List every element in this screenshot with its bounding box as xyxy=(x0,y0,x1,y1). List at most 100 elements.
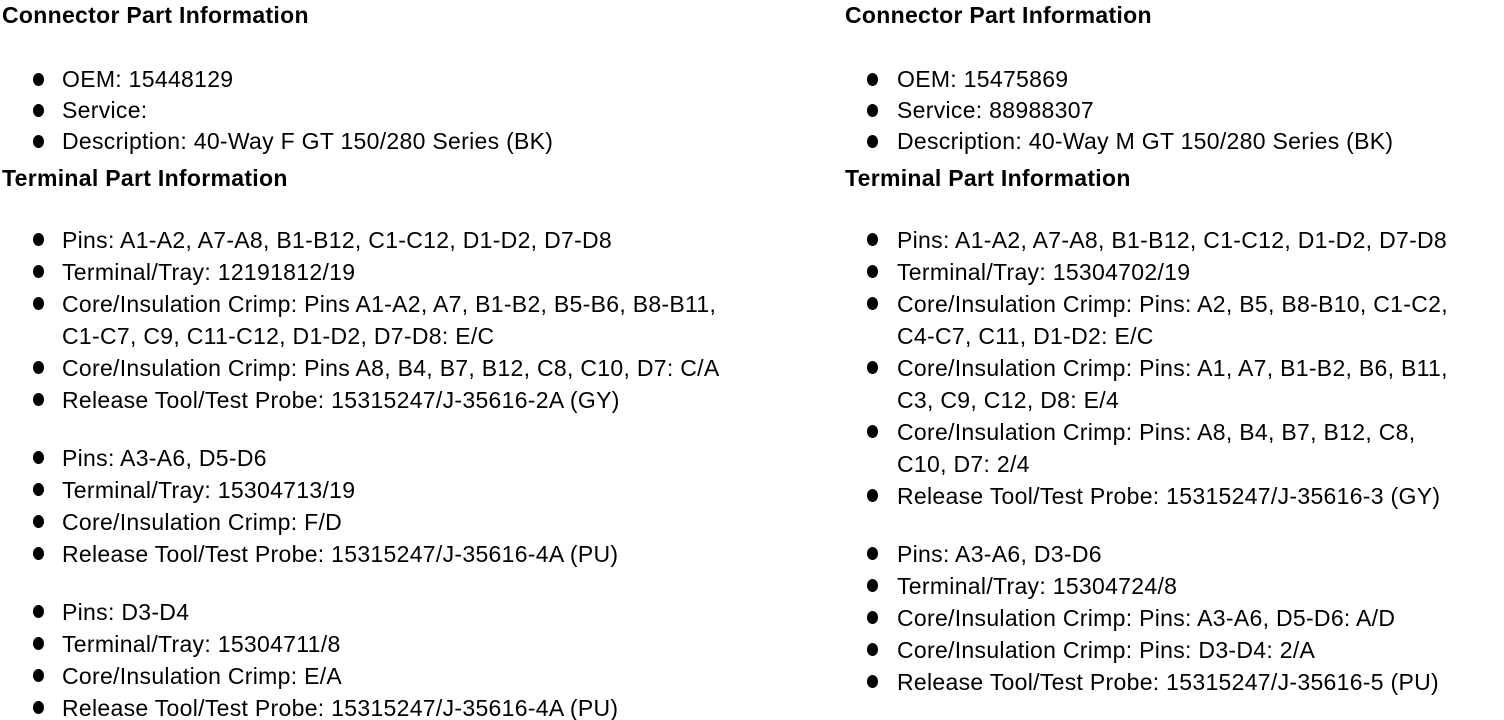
list-item: Core/Insulation Crimp: Pins A8, B4, B7, … xyxy=(33,352,744,384)
bullet-icon xyxy=(867,224,897,246)
list-item-text: Description: 40-Way F GT 150/280 Series … xyxy=(62,128,554,154)
list-item-text: Service: xyxy=(62,97,148,123)
connector-info-list: OEM: 15448129 Service: Description: 40-W… xyxy=(33,64,744,157)
list-item: OEM: 15475869 xyxy=(867,64,1470,95)
bullet-icon xyxy=(867,570,897,592)
bullet-icon xyxy=(867,95,897,117)
list-item: Description: 40-Way F GT 150/280 Series … xyxy=(33,126,744,157)
list-item: Terminal/Tray: 15304702/19 xyxy=(867,256,1470,288)
terminal-part-heading: Terminal Part Information xyxy=(845,165,1131,191)
terminal-group: Pins: A1-A2, A7-A8, B1-B12, C1-C12, D1-D… xyxy=(867,224,1470,512)
list-item: Release Tool/Test Probe: 15315247/J-3561… xyxy=(33,692,744,720)
list-item-text: Core/Insulation Crimp: Pins: D3-D4: 2/A xyxy=(897,637,1316,663)
list-item: Core/Insulation Crimp: Pins: A1, A7, B1-… xyxy=(867,352,1470,416)
bullet-icon xyxy=(33,660,62,682)
list-item-text: Release Tool/Test Probe: 15315247/J-3561… xyxy=(62,541,619,567)
terminal-group: Pins: A3-A6, D5-D6 Terminal/Tray: 153047… xyxy=(33,442,744,570)
list-item-text: Release Tool/Test Probe: 15315247/J-3561… xyxy=(62,387,620,413)
bullet-icon xyxy=(33,64,62,86)
list-item-text: Pins: D3-D4 xyxy=(62,599,190,625)
bullet-icon xyxy=(33,692,62,714)
part-info-column-left: Connector Part Information OEM: 15448129… xyxy=(2,2,744,720)
bullet-icon xyxy=(33,95,62,117)
part-info-column-right: Connector Part Information OEM: 15475869… xyxy=(845,2,1470,698)
list-item: OEM: 15448129 xyxy=(33,64,744,95)
list-item: Terminal/Tray: 15304713/19 xyxy=(33,474,744,506)
bullet-icon xyxy=(33,474,62,496)
bullet-icon xyxy=(867,480,897,502)
list-item-text: Core/Insulation Crimp: Pins: A3-A6, D5-D… xyxy=(897,605,1396,631)
list-item: Release Tool/Test Probe: 15315247/J-3561… xyxy=(33,538,744,570)
list-item: Core/Insulation Crimp: F/D xyxy=(33,506,744,538)
bullet-icon xyxy=(867,602,897,624)
list-item: Pins: A3-A6, D5-D6 xyxy=(33,442,744,474)
terminal-group: Pins: A3-A6, D3-D6 Terminal/Tray: 153047… xyxy=(867,538,1470,698)
list-item: Core/Insulation Crimp: Pins: A8, B4, B7,… xyxy=(867,416,1470,480)
list-item-text: Pins: A3-A6, D3-D6 xyxy=(897,541,1102,567)
list-item: Service: xyxy=(33,95,744,126)
list-item: Release Tool/Test Probe: 15315247/J-3561… xyxy=(867,480,1470,512)
list-item-text: Core/Insulation Crimp: Pins: A2, B5, B8-… xyxy=(897,291,1448,349)
list-item-text: Pins: A1-A2, A7-A8, B1-B12, C1-C12, D1-D… xyxy=(62,227,613,253)
list-item-text: OEM: 15448129 xyxy=(62,66,234,92)
list-item-text: Description: 40-Way M GT 150/280 Series … xyxy=(897,128,1394,154)
list-item: Pins: A1-A2, A7-A8, B1-B12, C1-C12, D1-D… xyxy=(33,224,744,256)
list-item: Core/Insulation Crimp: Pins: A3-A6, D5-D… xyxy=(867,602,1470,634)
bullet-icon xyxy=(867,634,897,656)
bullet-icon xyxy=(867,256,897,278)
list-item: Release Tool/Test Probe: 15315247/J-3561… xyxy=(33,384,744,416)
bullet-icon xyxy=(33,288,62,310)
list-item-text: Terminal/Tray: 15304711/8 xyxy=(62,631,341,657)
bullet-icon xyxy=(867,416,897,438)
list-item-text: Terminal/Tray: 15304702/19 xyxy=(897,259,1191,285)
list-item-text: Release Tool/Test Probe: 15315247/J-3561… xyxy=(62,695,619,720)
terminal-group: Pins: A1-A2, A7-A8, B1-B12, C1-C12, D1-D… xyxy=(33,224,744,416)
bullet-icon xyxy=(867,666,897,688)
list-item: Core/Insulation Crimp: E/A xyxy=(33,660,744,692)
connector-info-list: OEM: 15475869 Service: 88988307 Descript… xyxy=(867,64,1470,157)
connector-part-heading: Connector Part Information xyxy=(2,2,309,28)
bullet-icon xyxy=(33,538,62,560)
bullet-icon xyxy=(33,384,62,406)
list-item: Terminal/Tray: 15304724/8 xyxy=(867,570,1470,602)
list-item: Pins: D3-D4 xyxy=(33,596,744,628)
list-item-text: Terminal/Tray: 12191812/19 xyxy=(62,259,356,285)
list-item: Service: 88988307 xyxy=(867,95,1470,126)
list-item-text: OEM: 15475869 xyxy=(897,66,1069,92)
list-item-text: Pins: A3-A6, D5-D6 xyxy=(62,445,267,471)
bullet-icon xyxy=(33,256,62,278)
terminal-group: Pins: D3-D4 Terminal/Tray: 15304711/8 Co… xyxy=(33,596,744,720)
bullet-icon xyxy=(867,288,897,310)
list-item: Terminal/Tray: 15304711/8 xyxy=(33,628,744,660)
bullet-icon xyxy=(867,64,897,86)
list-item-text: Pins: A1-A2, A7-A8, B1-B12, C1-C12, D1-D… xyxy=(897,227,1448,253)
list-item: Release Tool/Test Probe: 15315247/J-3561… xyxy=(867,666,1470,698)
bullet-icon xyxy=(867,352,897,374)
bullet-icon xyxy=(867,126,897,148)
list-item-text: Core/Insulation Crimp: Pins: A8, B4, B7,… xyxy=(897,419,1416,477)
list-item: Core/Insulation Crimp: Pins: D3-D4: 2/A xyxy=(867,634,1470,666)
list-item: Core/Insulation Crimp: Pins A1-A2, A7, B… xyxy=(33,288,744,352)
bullet-icon xyxy=(867,538,897,560)
list-item-text: Core/Insulation Crimp: Pins: A1, A7, B1-… xyxy=(897,355,1448,413)
list-item-text: Release Tool/Test Probe: 15315247/J-3561… xyxy=(897,669,1440,695)
list-item-text: Service: 88988307 xyxy=(897,97,1094,123)
bullet-icon xyxy=(33,126,62,148)
bullet-icon xyxy=(33,224,62,246)
bullet-icon xyxy=(33,352,62,374)
list-item-text: Core/Insulation Crimp: F/D xyxy=(62,509,343,535)
list-item: Description: 40-Way M GT 150/280 Series … xyxy=(867,126,1470,157)
bullet-icon xyxy=(33,596,62,618)
list-item: Pins: A1-A2, A7-A8, B1-B12, C1-C12, D1-D… xyxy=(867,224,1470,256)
list-item: Terminal/Tray: 12191812/19 xyxy=(33,256,744,288)
list-item-text: Terminal/Tray: 15304724/8 xyxy=(897,573,1178,599)
list-item: Pins: A3-A6, D3-D6 xyxy=(867,538,1470,570)
bullet-icon xyxy=(33,628,62,650)
list-item: Core/Insulation Crimp: Pins: A2, B5, B8-… xyxy=(867,288,1470,352)
connector-part-heading: Connector Part Information xyxy=(845,2,1152,28)
terminal-part-heading: Terminal Part Information xyxy=(2,165,288,191)
bullet-icon xyxy=(33,442,62,464)
list-item-text: Terminal/Tray: 15304713/19 xyxy=(62,477,356,503)
list-item-text: Release Tool/Test Probe: 15315247/J-3561… xyxy=(897,483,1441,509)
